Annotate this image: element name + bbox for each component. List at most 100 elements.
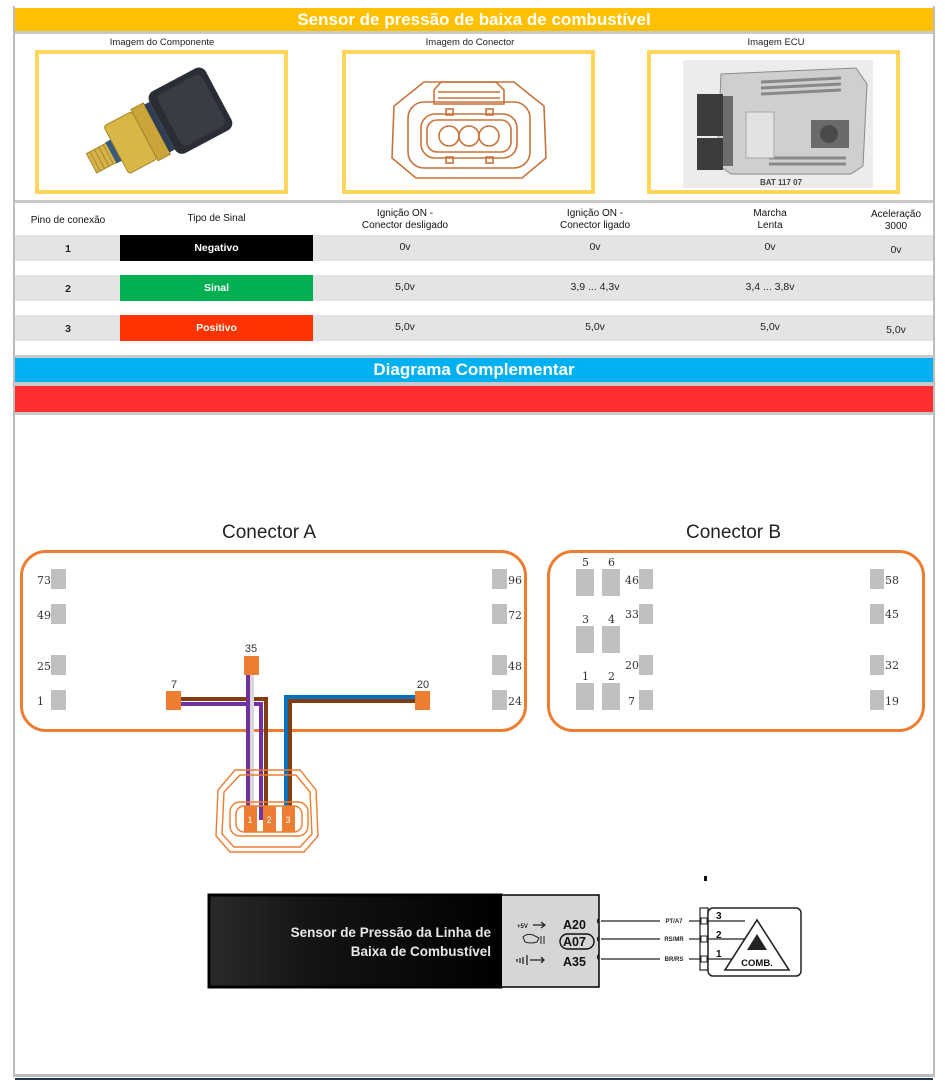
sensor-pin-label: 1 xyxy=(716,949,722,960)
row-idle: 5,0v xyxy=(760,321,780,333)
pin-label: 48 xyxy=(508,660,522,673)
row-ign-off: 5,0v xyxy=(395,321,415,333)
header-idle-line2: Lenta xyxy=(757,220,783,231)
header-accel-line1: Aceleração xyxy=(870,209,922,220)
ecu-pin-a35: A35 xyxy=(563,955,586,969)
sensor-label: COMB. xyxy=(741,958,773,969)
module-box xyxy=(207,893,503,989)
pin-label: 46 xyxy=(625,574,639,587)
row-ign-on: 5,0v xyxy=(585,321,605,333)
pin-pad xyxy=(576,626,594,653)
row-idle: 3,4 ... 3,8v xyxy=(745,281,795,293)
pin-label: 3 xyxy=(582,613,589,626)
row-ign-off: 0v xyxy=(399,241,411,253)
pin-pad xyxy=(492,569,507,589)
module-title-line1: Sensor de Pressão da Linha de xyxy=(291,925,492,940)
ecu-pin-a07-highlight xyxy=(559,933,595,950)
stray-mark xyxy=(704,876,707,881)
supply-label: +5V xyxy=(517,924,528,930)
wiring-schematic: Sensor de Pressão da Linha de Baixa de C… xyxy=(207,876,802,989)
wire-brown-pin7 xyxy=(180,697,268,820)
signal-badge-positivo: Positivo xyxy=(120,315,313,341)
pin-pad xyxy=(639,569,653,589)
pin-pad xyxy=(870,655,884,675)
pin-20-label: 20 xyxy=(417,679,429,691)
connector-image xyxy=(342,50,595,194)
connector-a-title: Conector A xyxy=(222,522,316,543)
header-idle: Marcha Lenta xyxy=(720,208,820,232)
row-pin: 2 xyxy=(65,283,71,295)
pin-pad xyxy=(576,569,594,596)
pressure-sensor-illustration xyxy=(85,67,233,174)
pin-label: 58 xyxy=(885,574,899,587)
plug-pin-2 xyxy=(263,806,276,832)
wire-label: BR/RS xyxy=(665,957,684,963)
red-banner xyxy=(15,386,933,415)
header-ign-on: Ignição ON - Conector ligado xyxy=(520,208,670,232)
pin-label: 72 xyxy=(508,609,522,622)
wire-label: PT/A7 xyxy=(665,919,683,925)
pin-label: 1 xyxy=(37,695,44,708)
pin-label: 32 xyxy=(885,659,899,672)
pin-label: 49 xyxy=(37,609,51,622)
supply-arrow-icon xyxy=(533,921,546,929)
pin-7-label: 7 xyxy=(171,679,177,691)
pin-label: 6 xyxy=(608,556,615,569)
signal-badge-negativo: Negativo xyxy=(120,235,313,261)
pin-label: 7 xyxy=(628,695,635,708)
pin-label: 1 xyxy=(582,670,589,683)
row-ign-on: 3,9 ... 4,3v xyxy=(570,281,620,293)
row-ign-on: 0v xyxy=(589,241,601,253)
header-pin: Pino de conexão xyxy=(30,215,106,226)
header-ign-off-line2: Conector desligado xyxy=(361,220,449,231)
wire-label: RS/MR xyxy=(664,937,684,943)
header-ign-off-line1: Ignição ON - xyxy=(376,208,434,219)
pin-label: 73 xyxy=(37,574,51,587)
pin-label: 45 xyxy=(885,608,899,621)
sensor-triangle-icon xyxy=(747,934,767,950)
header-signal: Tipo de Sinal xyxy=(187,213,246,224)
pin-pad xyxy=(51,655,66,675)
pin-pad xyxy=(51,604,66,624)
wire-brown-pin20 xyxy=(288,699,416,820)
pin-pad xyxy=(602,626,620,653)
header-idle-line1: Marcha xyxy=(753,208,787,219)
pin-pad xyxy=(576,683,594,710)
pin-pad xyxy=(602,569,620,596)
pin-label: 5 xyxy=(582,556,589,569)
pin-label: 96 xyxy=(508,574,522,587)
pin-pad xyxy=(51,690,66,710)
row-idle: 0v xyxy=(764,241,776,253)
connector-image-label: Imagem do Conector xyxy=(425,37,515,48)
plug-pin-1 xyxy=(244,806,257,832)
pin-label: 25 xyxy=(37,660,51,673)
connector-b-outline xyxy=(547,550,925,732)
pin-20-pad xyxy=(415,691,430,710)
wire-blue-pin20 xyxy=(284,695,416,820)
pin-35-pad xyxy=(244,656,259,675)
pin-7-pad xyxy=(166,691,181,710)
component-image-label: Imagem do Componente xyxy=(109,37,215,48)
pin-pad xyxy=(870,604,884,624)
row-ign-off: 5,0v xyxy=(395,281,415,293)
ecu-pin-a20: A20 xyxy=(563,918,586,932)
signal-badge-sinal: Sinal xyxy=(120,275,313,301)
signal-hand-icon xyxy=(522,933,545,944)
header-ign-on-line1: Ignição ON - xyxy=(566,208,624,219)
divider xyxy=(15,355,933,358)
pin-pad xyxy=(492,655,507,675)
plug-pin-2-label: 2 xyxy=(266,815,271,825)
diagram-section-title: Diagrama Complementar xyxy=(15,358,933,382)
plug-pin-3-label: 3 xyxy=(285,815,290,825)
row-accel: 5,0v xyxy=(886,324,906,336)
divider xyxy=(15,382,933,386)
ecu-illustration: BAT 117 07 xyxy=(683,60,873,188)
header-accel-line2: 3000 xyxy=(884,221,908,232)
pin-pad xyxy=(870,569,884,589)
row-accel: 0v xyxy=(890,244,902,256)
pin-label: 4 xyxy=(608,613,615,626)
ecu-pin-panel xyxy=(500,894,600,988)
ecu-image: BAT 117 07 xyxy=(647,50,900,194)
wire-purple-pin7 xyxy=(180,702,263,820)
